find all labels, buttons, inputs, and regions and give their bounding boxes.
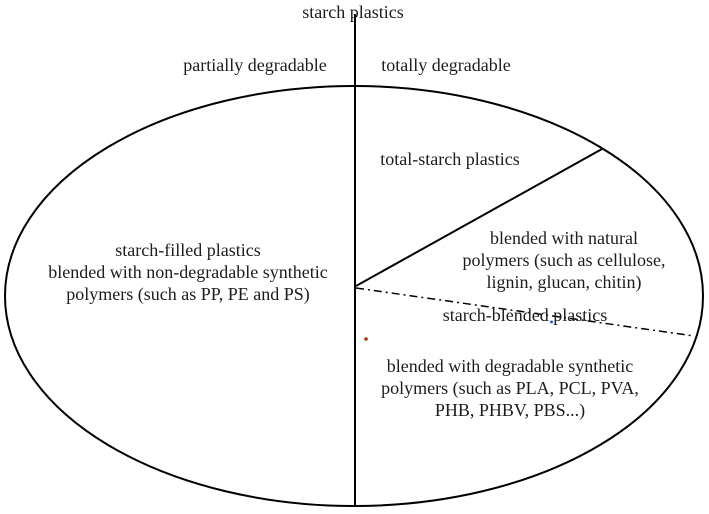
starch-filled-line-3: polymers (such as PP, PE and PS) [66,284,310,304]
blue-speck [550,320,553,324]
sector-label-degradable-synthetic: blended with degradable synthetic polyme… [355,355,665,421]
natural-polymers-line-3: lignin, glucan, chitin) [486,272,642,292]
branch-label-totally-degradable: totally degradable [381,55,511,75]
natural-polymers-line-1: blended with natural [490,228,638,248]
degradable-synthetic-line-2: polymers (such as PLA, PCL, PVA, [381,378,639,398]
sector-label-starch-blended-plastics: starch-blended plastics [442,305,608,325]
degradable-synthetic-line-1: blended with degradable synthetic [386,356,634,376]
degradable-synthetic-line-3: PHB, PHBV, PBS...) [434,400,586,420]
natural-polymers-line-2: polymers (such as cellulose, [462,250,666,270]
starch-filled-line-2: blended with non-degradable synthetic [48,262,328,282]
starch-filled-line-1: starch-filled plastics [115,240,261,260]
red-speck [364,337,368,341]
dashdot-sector-divider-line [355,287,695,337]
diagram-title: starch plastics [302,2,404,22]
sector-label-natural-polymers: blended with natural polymers (such as c… [444,227,684,293]
sector-label-total-starch-plastics: total-starch plastics [380,149,520,169]
solid-sector-divider-line [355,148,603,287]
sector-label-starch-filled-plastics: starch-filled plastics blended with non-… [18,239,358,305]
branch-label-partially-degradable: partially degradable [183,55,327,75]
